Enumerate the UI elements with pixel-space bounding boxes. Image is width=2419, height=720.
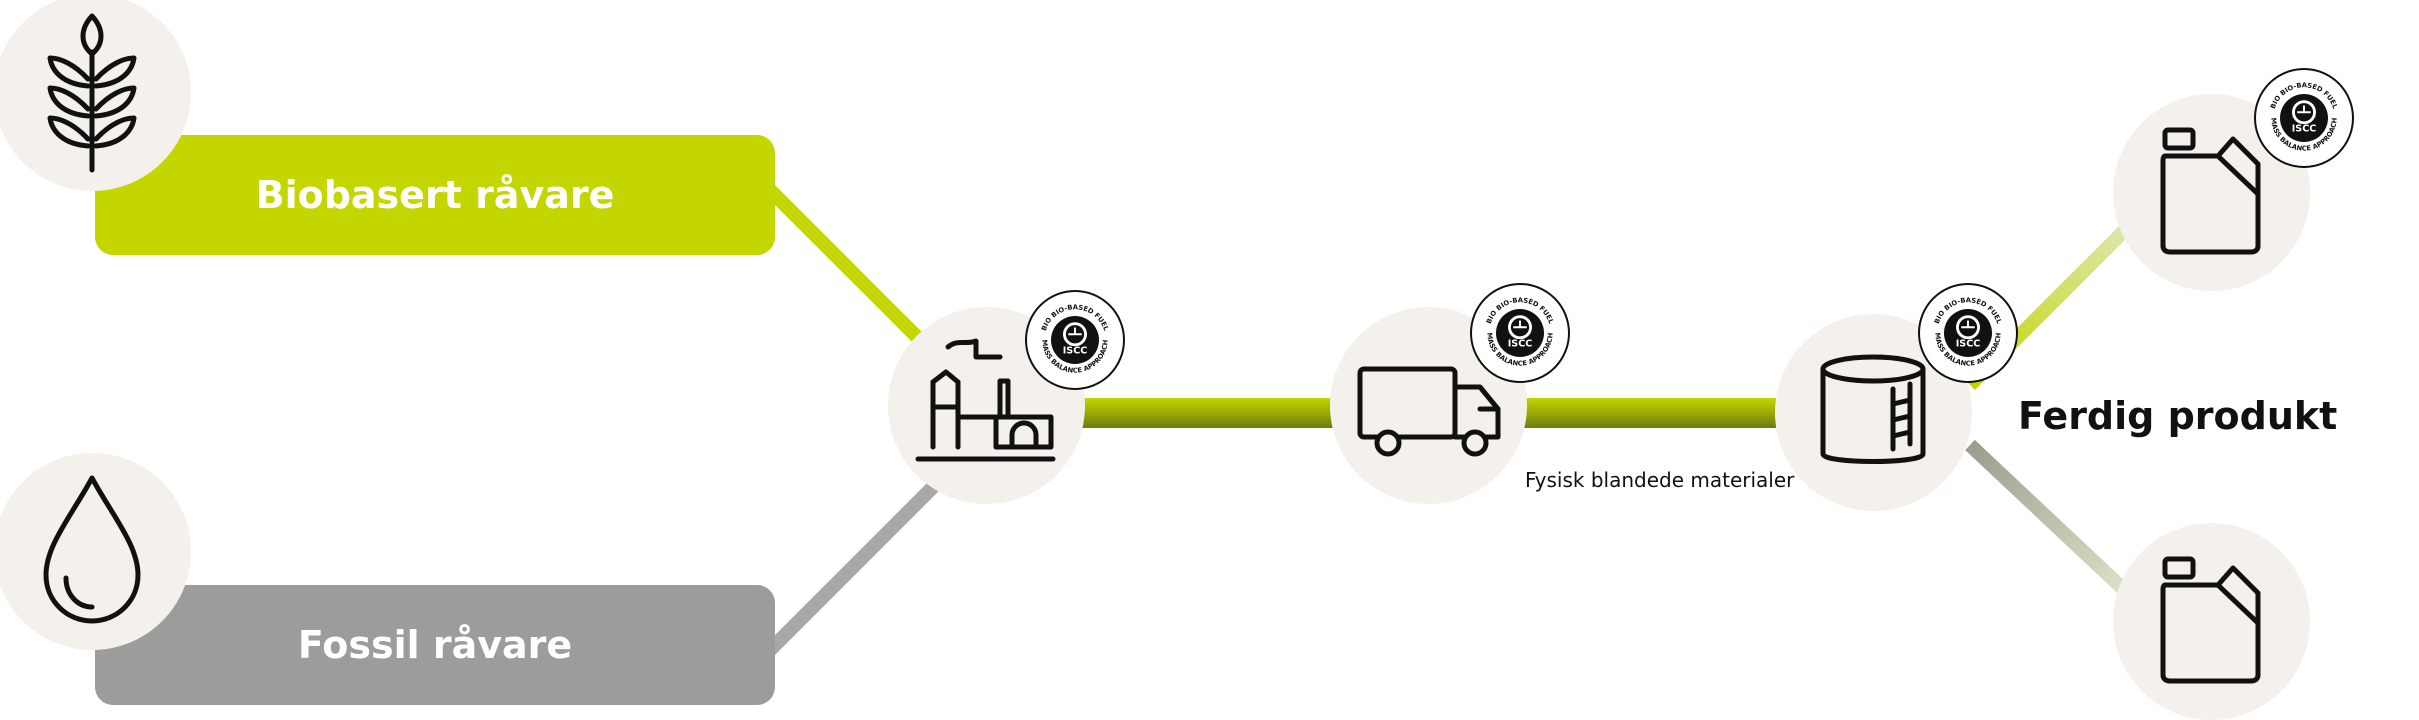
fossil-raw-material-label: Fossil råvare — [297, 623, 573, 667]
canister-icon — [2160, 127, 2261, 255]
seal-center-text: ISCC — [1508, 338, 1533, 349]
iscc-seal-tank: ISCC BIO BIO-BASED FUEL MASS BALANCE APP… — [1918, 283, 2018, 383]
final-product-label: Ferdig produkt — [2018, 394, 2338, 438]
bio-raw-material-bar: Biobasert råvare — [95, 135, 775, 255]
canister-icon — [2160, 556, 2261, 684]
product-bottom-circle — [2113, 523, 2310, 720]
fossil-raw-material-bar: Fossil råvare — [95, 585, 775, 705]
iscc-seal-factory: ISCC BIO BIO-BASED FUEL MASS BALANCE APP… — [1025, 290, 1125, 390]
wheat-icon — [47, 13, 137, 173]
seal-center-text: ISCC — [2292, 123, 2317, 134]
oil-drop-icon — [43, 475, 141, 624]
factory-icon — [915, 338, 1056, 462]
factory-truck-connector — [1080, 398, 1340, 428]
iscc-seal-product: ISCC BIO BIO-BASED FUEL MASS BALANCE APP… — [2254, 68, 2354, 168]
bio-raw-material-label: Biobasert råvare — [255, 173, 615, 217]
mixed-materials-label: Fysisk blandede materialer — [1525, 468, 1795, 492]
bio-connector — [765, 185, 930, 350]
tank-bottom-product-connector — [1965, 439, 2140, 606]
wheat-circle — [0, 0, 191, 191]
oil-drop-circle — [0, 453, 191, 650]
truck-tank-connector — [1520, 398, 1785, 428]
storage-tank-icon — [1820, 354, 1926, 464]
seal-center-text: ISCC — [1063, 345, 1088, 356]
seal-center-text: ISCC — [1956, 338, 1981, 349]
iscc-seal-truck: ISCC BIO BIO-BASED FUEL MASS BALANCE APP… — [1470, 283, 1570, 383]
truck-icon — [1357, 366, 1501, 457]
fossil-connector — [765, 480, 940, 655]
